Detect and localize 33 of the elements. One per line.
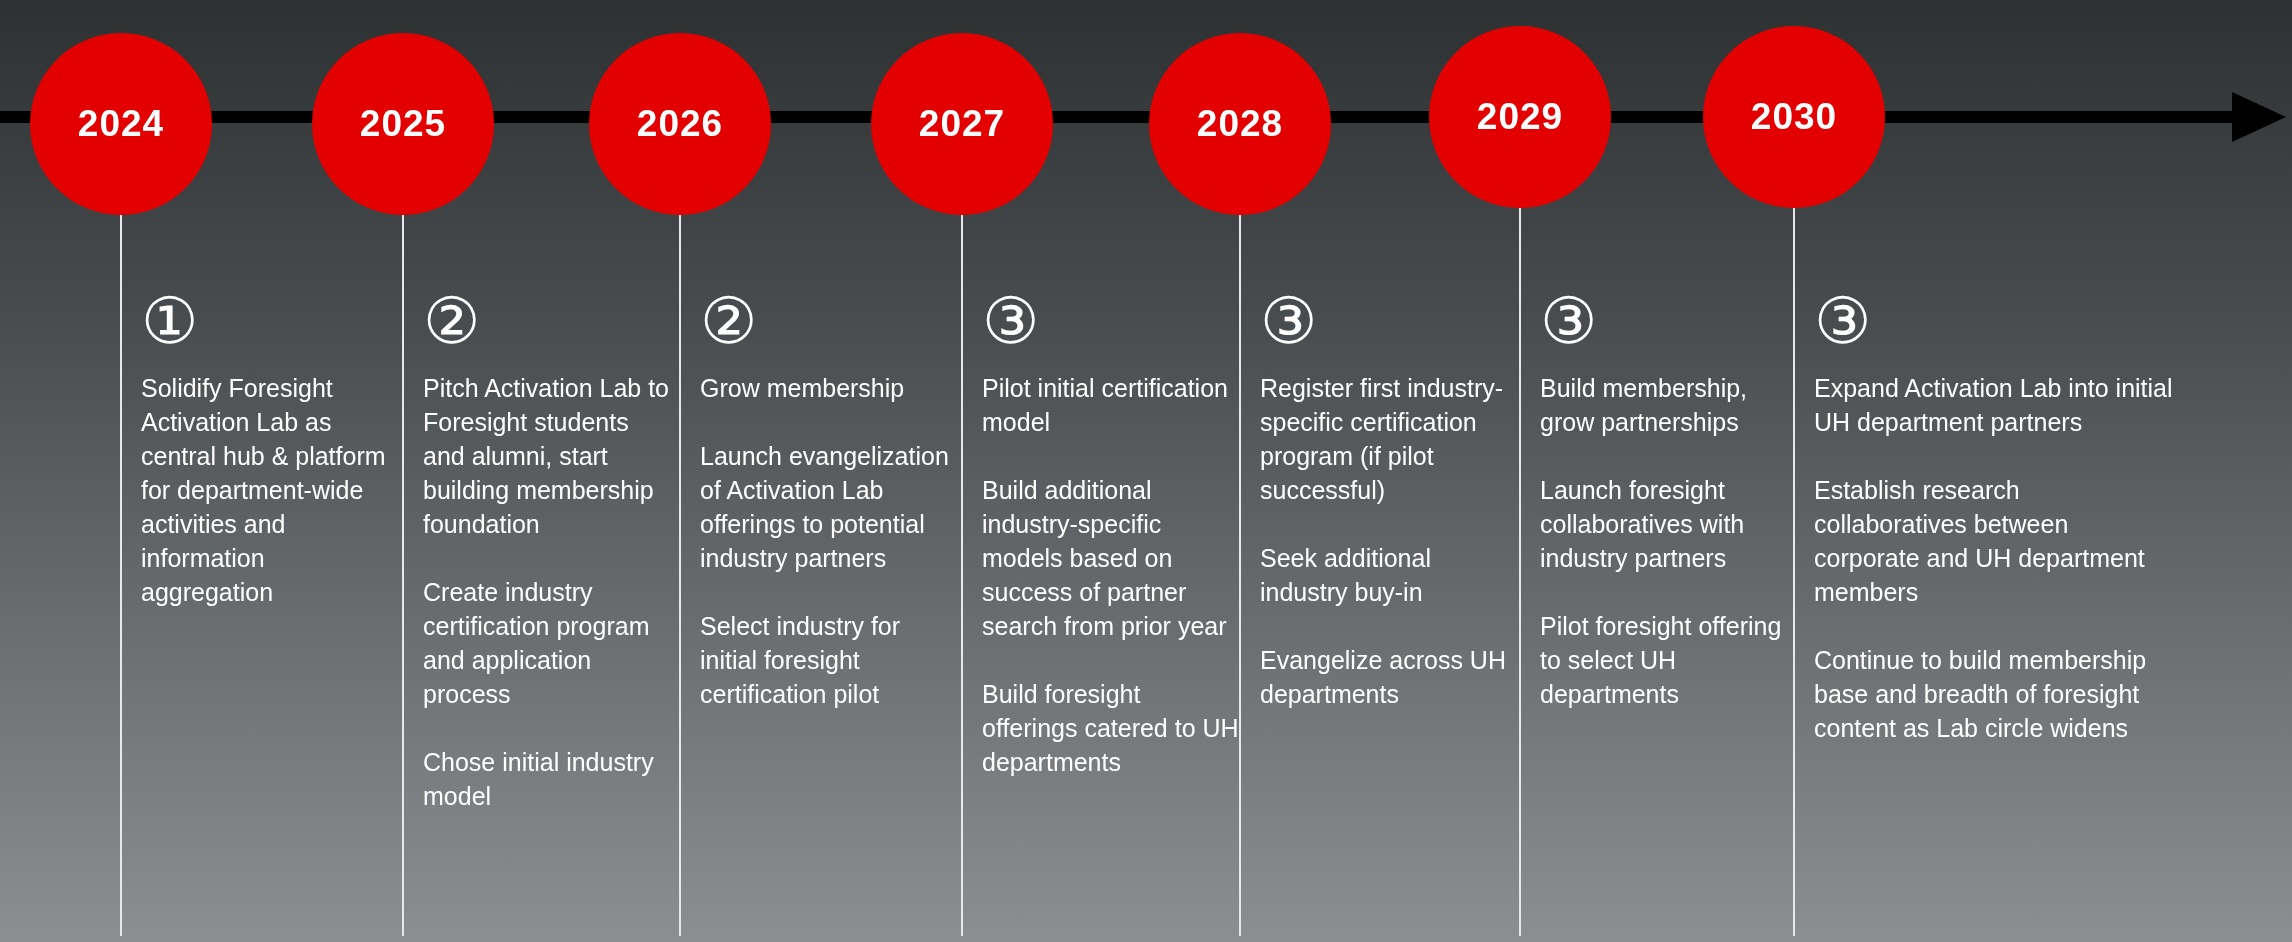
milestone-text: Evangelize across UH departments (1260, 645, 1507, 710)
year-label: 2025 (359, 103, 447, 145)
milestone-text: Build foresight offerings catered to UH departments (982, 679, 1240, 778)
step-number: ③ (1540, 285, 1599, 357)
milestone-text: Build membership, grow partnerships (1540, 373, 1749, 438)
year-label: 2030 (1750, 96, 1838, 138)
milestone-text: Pitch Activation Lab to Foresight students and alumni, start building membership foundation (423, 373, 670, 540)
milestone-text: Expand Activation Lab into initial UH department partners (1814, 373, 2174, 438)
year-label: 2024 (77, 103, 165, 145)
step-number: ② (700, 285, 759, 357)
milestone-text: Solidify Foresight Activation Lab as central hub & platform for department-wide activities and information aggregation (141, 373, 387, 608)
year-label: 2028 (1196, 103, 1284, 145)
milestone-text: Pilot initial certification model (982, 373, 1229, 438)
step-number: ③ (1260, 285, 1319, 357)
step-number: ① (141, 285, 200, 357)
year-label: 2027 (918, 103, 1006, 145)
milestone-text: Continue to build membership base and breadth of foresight content as Lab circle widens (1814, 645, 2148, 744)
milestone-text: Register first industry-specific certification program (if pilot successful) (1260, 373, 1505, 506)
milestone-text: Build additional industry-specific models based on success of partner search from prior year (982, 475, 1228, 642)
step-number: ② (423, 285, 482, 357)
milestone-text: Seek additional industry buy-in (1260, 543, 1432, 608)
milestone-text: Launch evangelization of Activation Lab offerings to potential industry partners (700, 441, 950, 574)
year-label: 2029 (1476, 96, 1564, 138)
milestone-text: Establish research collaboratives between corporate and UH department members (1814, 475, 2146, 608)
milestone-text: Create industry certification program and application process (423, 577, 651, 710)
milestone-text: Grow membership (700, 373, 906, 404)
milestone-text: Pilot foresight offering to select UH departments (1540, 611, 1783, 710)
step-number: ③ (1814, 285, 1873, 357)
milestone-text: Launch foresight collaboratives with industry partners (1540, 475, 1746, 574)
step-number: ③ (982, 285, 1041, 357)
milestone-text: Select industry for initial foresight certification pilot (700, 611, 902, 710)
year-label: 2026 (636, 103, 724, 145)
milestone-text: Chose initial industry model (423, 747, 655, 812)
